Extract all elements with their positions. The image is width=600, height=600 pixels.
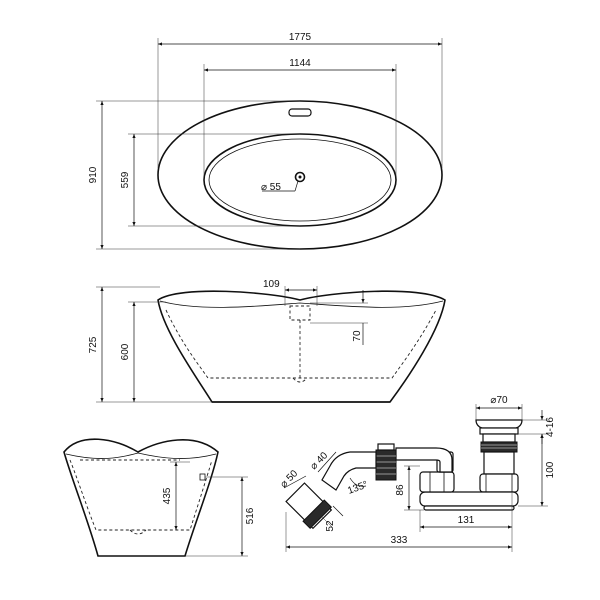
drain-body-threaded (480, 441, 518, 453)
drain-kit-view: ⌀70 4-16 100 86 131 333 ⌀ 40 ⌀ 50 (278, 395, 556, 552)
drain-hole-center (298, 175, 302, 179)
outlet-pipe-ring (302, 499, 333, 530)
top-view: 1775 1144 910 559 ⌀ 55 (88, 32, 443, 250)
side-view: 109 70 725 600 (88, 279, 446, 403)
drain-body-upper (482, 433, 516, 443)
end-view: 435 516 (63, 438, 256, 557)
label-inner-width: 559 (120, 171, 131, 188)
label-pipe-diameter-large: ⌀ 50 (278, 468, 300, 490)
overflow-slot (288, 108, 312, 117)
label-outlet-length: 52 (325, 520, 336, 532)
drain-body-lower (483, 451, 515, 475)
label-drain-diameter: ⌀ 55 (261, 182, 281, 193)
trap-bottom (423, 505, 515, 511)
angled-elbow (321, 451, 377, 491)
label-kit-overall-length: 333 (391, 535, 408, 546)
tub-end-outline (63, 438, 219, 557)
label-rim-height: 600 (120, 343, 131, 360)
label-trap-length: 131 (458, 515, 475, 526)
label-plug-range: 4-16 (545, 417, 556, 437)
label-angle: 135° (346, 479, 369, 496)
dim-line-outlet-length (332, 505, 344, 517)
drain-thread-lines (481, 444, 517, 449)
label-overall-length: 1775 (289, 32, 312, 43)
angle-arc (349, 477, 367, 487)
label-inner-length: 1144 (289, 58, 311, 69)
label-overall-height: 725 (88, 336, 99, 353)
overflow-fitting-end (199, 473, 206, 481)
label-plug-diameter: ⌀70 (490, 395, 508, 406)
label-overflow-depth: 70 (352, 330, 363, 342)
tub-inner-basin (203, 133, 397, 227)
tub-rim-curve (159, 300, 444, 308)
tub-outer-rim (157, 100, 443, 250)
label-trap-height: 100 (545, 461, 556, 478)
drain-plug-cap (475, 419, 523, 429)
drain-plug-flange (479, 427, 519, 435)
label-pipe-diameter-small: ⌀ 40 (308, 450, 330, 472)
drain-outline-end (129, 529, 147, 535)
label-inner-depth: 435 (162, 487, 173, 504)
tub-end-rim (65, 452, 217, 459)
tub-inner-basin-edge (208, 138, 392, 222)
trap-housing (419, 491, 519, 507)
elbow-collar (377, 443, 395, 451)
tub-side-outline (157, 290, 446, 403)
overflow-pipe (395, 447, 453, 473)
elbow-nut (375, 449, 397, 481)
trap-left-riser (419, 471, 455, 493)
label-overall-width: 910 (88, 166, 99, 183)
drain-hole (294, 171, 306, 183)
label-base-height: 516 (245, 507, 256, 524)
label-elbow-height: 86 (395, 484, 406, 496)
drain-outline-side (292, 377, 308, 383)
tub-inner-profile (165, 309, 437, 379)
overflow-fitting-side (289, 305, 311, 321)
tub-end-inner (69, 459, 213, 531)
label-overflow-width: 109 (263, 279, 280, 290)
